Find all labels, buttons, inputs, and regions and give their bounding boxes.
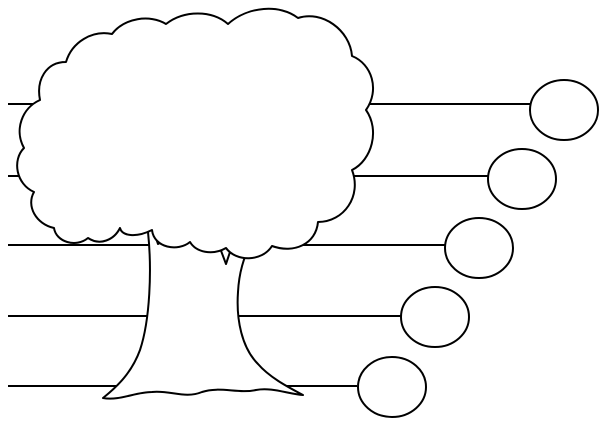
answer-bubble-2[interactable] <box>487 148 557 210</box>
answer-bubble-5[interactable] <box>357 356 427 418</box>
answer-bubble-3[interactable] <box>444 217 514 279</box>
tree-canopy <box>16 7 375 260</box>
answer-bubbles <box>357 79 599 418</box>
tree-trunk <box>102 225 304 400</box>
answer-bubble-1[interactable] <box>529 79 599 141</box>
answer-bubble-4[interactable] <box>400 286 470 348</box>
